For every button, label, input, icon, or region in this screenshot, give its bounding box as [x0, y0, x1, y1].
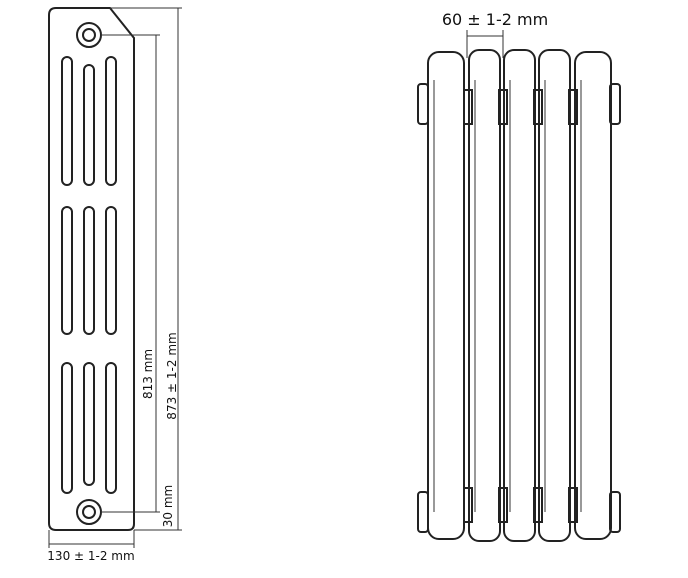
column-1 [427, 51, 465, 540]
column-5 [574, 51, 612, 540]
slot-group-middle [61, 206, 117, 335]
plug-bottom-left [417, 491, 429, 533]
radiator-columns [427, 49, 612, 542]
bottom-offset-label: 30 mm [161, 485, 175, 527]
width-label: 130 ± 1-2 mm [47, 549, 134, 563]
column-couplings [463, 89, 578, 523]
axis-height-label: 813 mm [141, 349, 155, 399]
side-view: 813 mm 873 ± 1-2 mm 30 mm 130 ± 1-2 mm [47, 7, 182, 563]
front-view: 60 ± 1-2 mm [417, 10, 621, 542]
column-pitch-label: 60 ± 1-2 mm [442, 10, 548, 29]
column-3 [503, 49, 536, 542]
column-2 [468, 49, 501, 542]
slot-group-bottom [61, 362, 117, 494]
bottom-port [76, 499, 102, 525]
dimension-lines-side [48, 7, 182, 548]
column-4 [538, 49, 571, 542]
top-port [76, 22, 102, 48]
dimension-lines-front [466, 30, 504, 58]
side-view-outline [48, 7, 135, 531]
slot-group-top [61, 56, 117, 186]
total-height-label: 873 ± 1-2 mm [165, 332, 179, 419]
plug-top-left [417, 83, 429, 125]
